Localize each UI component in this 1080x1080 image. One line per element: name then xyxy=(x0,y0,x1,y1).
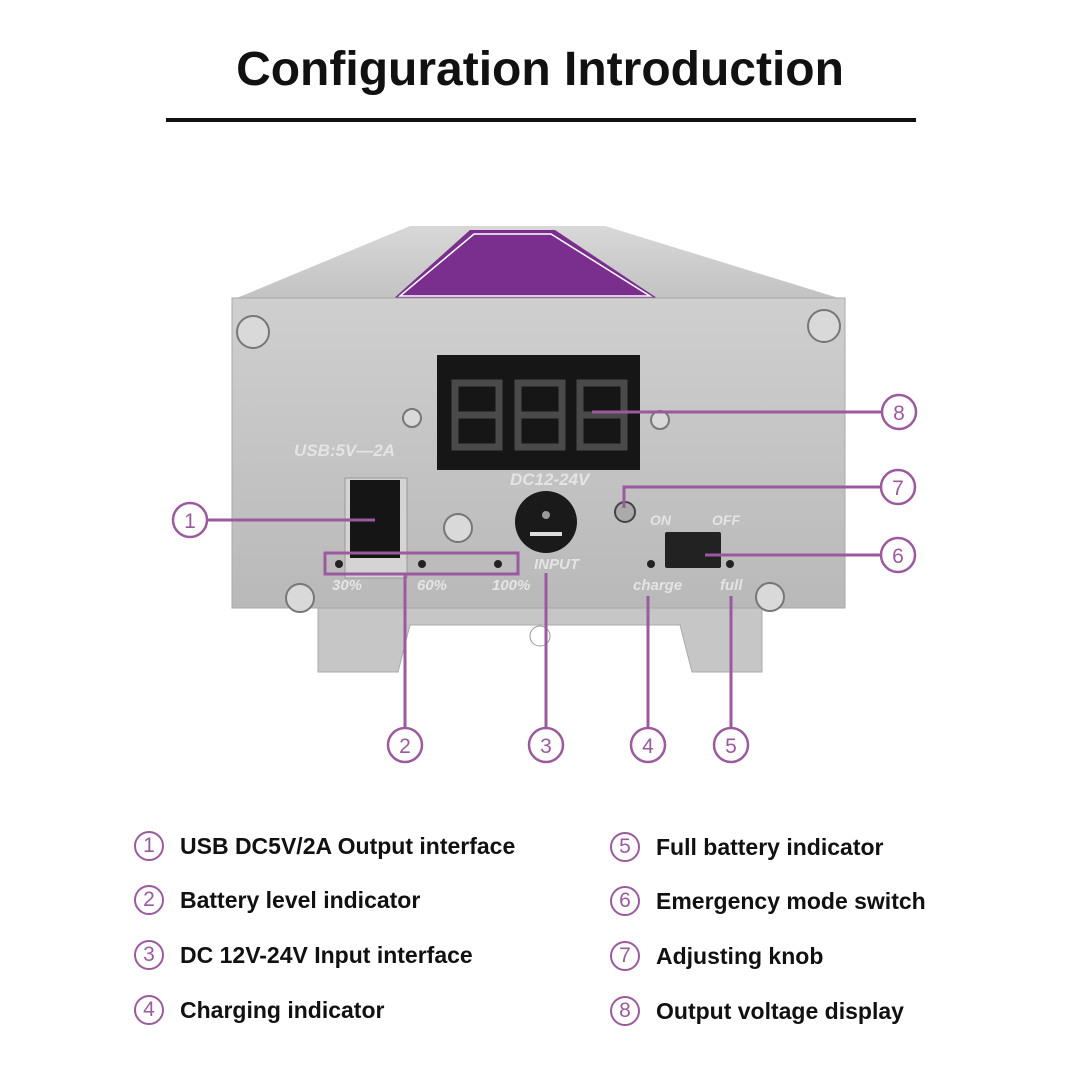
legend-text: Battery level indicator xyxy=(180,886,421,913)
legend-number: 4 xyxy=(134,995,164,1025)
pct-30-label: 30% xyxy=(332,577,362,594)
mounting-bracket xyxy=(317,599,763,673)
callout-6-number: 6 xyxy=(892,545,904,568)
legend-item: 3 DC 12V-24V Input interface xyxy=(134,935,473,975)
legend-item: 4 Charging indicator xyxy=(134,990,384,1030)
legend-text: Output voltage display xyxy=(656,997,904,1024)
legend-number: 3 xyxy=(134,940,164,970)
callout-5 xyxy=(712,726,750,764)
dc-input-jack xyxy=(515,491,577,553)
legend-item: 2 Battery level indicator xyxy=(134,880,420,920)
legend-text: Charging indicator xyxy=(180,996,385,1023)
legend-number: 8 xyxy=(610,996,640,1026)
legend-number: 5 xyxy=(610,832,640,862)
callout-5-number: 5 xyxy=(725,735,737,758)
page-title: Configuration Introduction xyxy=(236,43,844,96)
legend-text: Full battery indicator xyxy=(656,833,884,860)
off-label: OFF xyxy=(712,512,740,528)
legend-item: 7 Adjusting knob xyxy=(610,936,823,976)
callout-1-number: 1 xyxy=(184,510,196,533)
callout-6 xyxy=(879,536,917,574)
callout-lines xyxy=(207,410,882,728)
charge-label: charge xyxy=(633,577,682,594)
callout-8 xyxy=(880,393,918,431)
legend-number: 6 xyxy=(610,886,640,916)
usb-spec-label: USB:5V—2A xyxy=(294,441,395,460)
input-label: INPUT xyxy=(534,556,581,573)
legend-number: 2 xyxy=(134,885,164,915)
callout-4 xyxy=(629,726,667,764)
legend-number: 7 xyxy=(610,941,640,971)
callout-3 xyxy=(527,726,565,764)
screw-icon xyxy=(236,309,841,613)
callout-2-number: 2 xyxy=(399,735,411,758)
on-label: ON xyxy=(650,512,672,528)
callout-8-number: 8 xyxy=(893,402,905,425)
pct-60-label: 60% xyxy=(417,577,447,594)
legend-text: DC 12V-24V Input interface xyxy=(180,941,473,968)
legend-text: USB DC5V/2A Output interface xyxy=(180,832,516,859)
callout-1 xyxy=(171,501,209,539)
callout-4-number: 4 xyxy=(642,735,654,758)
dc-spec-label: DC12-24V xyxy=(510,470,591,489)
callout-3-number: 3 xyxy=(540,735,552,758)
title-underline xyxy=(166,118,916,122)
callout-7 xyxy=(879,468,917,506)
legend-item: 1 USB DC5V/2A Output interface xyxy=(134,826,515,866)
legend-item: 8 Output voltage display xyxy=(610,991,904,1031)
emergency-switch xyxy=(665,532,721,568)
legend-text: Emergency mode switch xyxy=(656,887,926,914)
callout-7-number: 7 xyxy=(892,477,904,500)
legend-text: Adjusting knob xyxy=(656,942,824,969)
legend-item: 5 Full battery indicator xyxy=(610,827,883,867)
callout-2 xyxy=(386,726,424,764)
pct-100-label: 100% xyxy=(492,577,530,594)
legend-item: 6 Emergency mode switch xyxy=(610,881,926,921)
full-label: full xyxy=(720,577,743,594)
legend-number: 1 xyxy=(134,831,164,861)
